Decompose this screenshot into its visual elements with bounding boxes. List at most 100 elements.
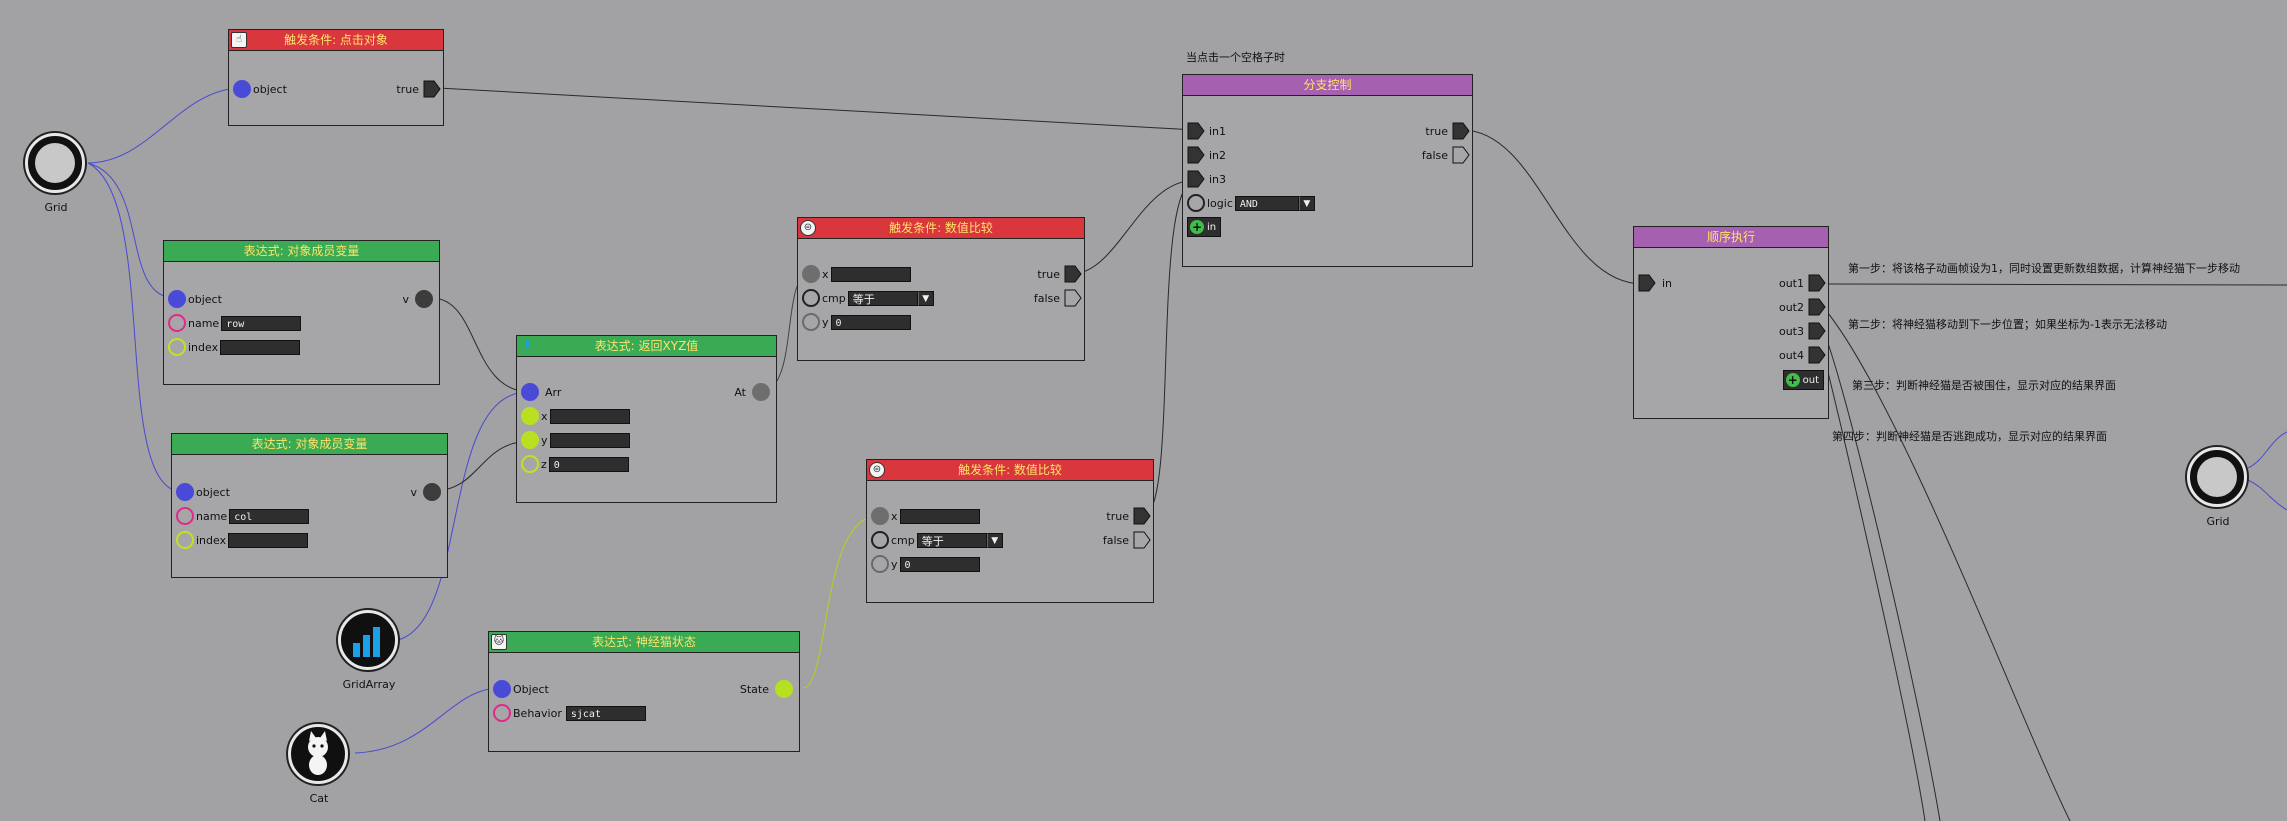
y-input-field[interactable] — [549, 432, 630, 448]
cmp-input-pin[interactable] — [802, 289, 820, 307]
add-output-row: + out — [1782, 370, 1824, 390]
cmp-input-row: cmp 等于 ▼ — [871, 530, 1003, 550]
y-input-pin[interactable] — [521, 431, 539, 449]
behavior-input-field[interactable]: sjcat — [565, 705, 646, 721]
in2-label: in2 — [1209, 148, 1227, 162]
object-input-pin[interactable] — [168, 290, 186, 308]
z-input-pin[interactable] — [521, 455, 539, 473]
behavior-input-pin[interactable] — [493, 704, 511, 722]
behavior-input-row: Behavior sjcat — [493, 703, 646, 723]
in3-label: in3 — [1209, 172, 1227, 186]
flow-output-pin[interactable] — [1808, 298, 1826, 316]
x-input-field[interactable] — [830, 266, 911, 282]
logic-select[interactable]: AND ▼ — [1234, 195, 1315, 211]
true-output-row: true — [1106, 506, 1151, 526]
node-title[interactable]: 分支控制 — [1183, 75, 1472, 96]
add-input-button[interactable]: + in — [1187, 217, 1222, 237]
grid-label: Grid — [44, 201, 68, 214]
chevron-down-icon[interactable]: ▼ — [986, 532, 1003, 548]
y-input-field[interactable]: 0 — [830, 314, 911, 330]
index-input-field[interactable] — [220, 339, 301, 355]
chevron-down-icon[interactable]: ▼ — [1298, 195, 1315, 211]
logic-input-row: logic AND ▼ — [1187, 193, 1315, 213]
cat-state-node[interactable]: 🐱 表达式: 神经猫状态 Object Behavior sjcat State — [488, 631, 800, 752]
grid-icon — [2187, 447, 2247, 507]
name-input-field[interactable]: row — [221, 315, 302, 331]
flow-output-pin[interactable] — [1133, 507, 1151, 525]
x-input-pin[interactable] — [871, 507, 889, 525]
z-input-label: z — [541, 457, 547, 471]
node-title[interactable]: 🐱 表达式: 神经猫状态 — [489, 632, 799, 653]
cat-variable[interactable]: Cat — [288, 724, 350, 805]
compare-node-1[interactable]: ⊜ 触发条件: 数值比较 x cmp 等于 ▼ y 0 true false — [797, 217, 1085, 361]
object-input-pin[interactable] — [493, 680, 511, 698]
node-title[interactable]: ⊜ 触发条件: 数值比较 — [798, 218, 1084, 239]
branch-control-node[interactable]: 分支控制 in1 in2 in3 logic AND ▼ + in true f… — [1182, 74, 1473, 267]
x-input-pin[interactable] — [802, 265, 820, 283]
branch-comment: 当点击一个空格子时 — [1186, 51, 1285, 64]
flow-output-pin-empty[interactable] — [1133, 531, 1151, 549]
flow-input-pin[interactable] — [1187, 170, 1205, 188]
cmp-input-pin[interactable] — [871, 531, 889, 549]
false-output-label: false — [1102, 533, 1129, 547]
index-input-pin[interactable] — [176, 531, 194, 549]
node-title-text: 触发条件: 数值比较 — [958, 463, 1062, 477]
cmp-select[interactable]: 等于 ▼ — [847, 290, 934, 306]
flow-output-pin[interactable] — [423, 80, 441, 98]
node-title[interactable]: ☝ 触发条件: 点击对象 — [229, 30, 443, 51]
y-input-pin[interactable] — [802, 313, 820, 331]
node-title[interactable]: 表达式: 对象成员变量 — [164, 241, 439, 262]
index-input-pin[interactable] — [168, 338, 186, 356]
arr-input-pin[interactable] — [521, 383, 539, 401]
node-title[interactable]: 表达式: 对象成员变量 — [172, 434, 447, 455]
member-variable-node-row[interactable]: 表达式: 对象成员变量 object name row index v — [163, 240, 440, 385]
cmp-select[interactable]: 等于 ▼ — [916, 532, 1003, 548]
value-output-label: v — [410, 485, 417, 499]
xyz-expression-node[interactable]: ▮ 表达式: 返回XYZ值 Arr x y z 0 At — [516, 335, 777, 503]
grid-variable[interactable]: Grid — [25, 133, 87, 214]
flow-input-pin[interactable] — [1187, 122, 1205, 140]
flow-output-pin[interactable] — [1808, 322, 1826, 340]
flow-output-pin[interactable] — [1808, 274, 1826, 292]
add-output-label: out — [1802, 374, 1819, 386]
node-title[interactable]: ⊜ 触发条件: 数值比较 — [867, 460, 1153, 481]
flow-output-pin-empty[interactable] — [1452, 146, 1470, 164]
z-input-field[interactable]: 0 — [548, 456, 629, 472]
name-input-pin[interactable] — [168, 314, 186, 332]
gridarray-variable[interactable]: GridArray — [338, 610, 400, 691]
y-input-pin[interactable] — [871, 555, 889, 573]
flow-input-pin[interactable] — [1187, 146, 1205, 164]
name-input-pin[interactable] — [176, 507, 194, 525]
x-input-field[interactable] — [549, 408, 630, 424]
index-input-row: index — [168, 337, 301, 357]
flow-output-pin[interactable] — [1064, 265, 1082, 283]
add-output-button[interactable]: + out — [1782, 370, 1824, 390]
flow-output-pin[interactable] — [1452, 122, 1470, 140]
index-input-field[interactable] — [228, 532, 309, 548]
cmp-select-value: 等于 — [847, 290, 918, 306]
index-input-row: index — [176, 530, 309, 550]
y-input-field[interactable]: 0 — [899, 556, 980, 572]
sequence-node[interactable]: 顺序执行 in out1 out2 out3 out4 + out — [1633, 226, 1829, 419]
flow-output-pin-empty[interactable] — [1064, 289, 1082, 307]
logic-input-pin[interactable] — [1187, 194, 1205, 212]
flow-output-pin[interactable] — [1808, 346, 1826, 364]
value-output-pin[interactable] — [415, 290, 433, 308]
at-output-pin[interactable] — [752, 383, 770, 401]
grid-variable-right[interactable]: Grid — [2187, 447, 2249, 528]
state-output-pin[interactable] — [775, 680, 793, 698]
value-output-pin[interactable] — [423, 483, 441, 501]
compare-node-2[interactable]: ⊜ 触发条件: 数值比较 x cmp 等于 ▼ y 0 true false — [866, 459, 1154, 603]
member-variable-node-col[interactable]: 表达式: 对象成员变量 object name col index v — [171, 433, 448, 578]
flow-input-pin[interactable] — [1638, 274, 1656, 292]
object-input-pin[interactable] — [176, 483, 194, 501]
node-title[interactable]: ▮ 表达式: 返回XYZ值 — [517, 336, 776, 357]
state-output-row: State — [740, 679, 795, 699]
name-input-field[interactable]: col — [229, 508, 310, 524]
click-trigger-node[interactable]: ☝ 触发条件: 点击对象 object true — [228, 29, 444, 126]
x-input-field[interactable] — [899, 508, 980, 524]
x-input-pin[interactable] — [521, 407, 539, 425]
chevron-down-icon[interactable]: ▼ — [917, 290, 934, 306]
node-title[interactable]: 顺序执行 — [1634, 227, 1828, 248]
object-input-pin[interactable] — [233, 80, 251, 98]
